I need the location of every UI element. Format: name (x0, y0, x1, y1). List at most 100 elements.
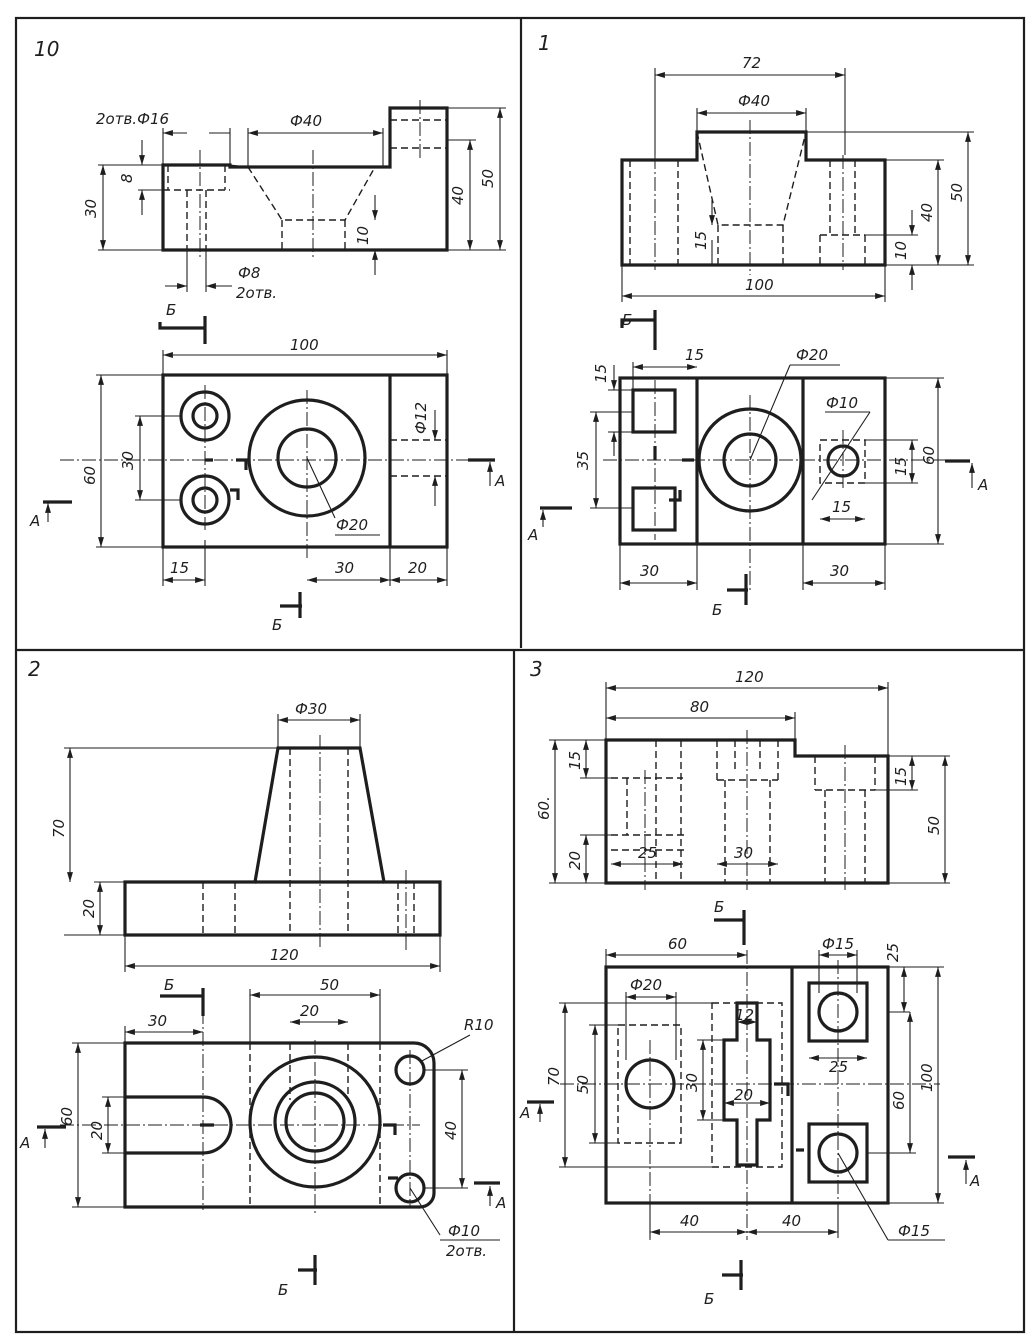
top-dimensions: 15 15 35 Ф20 Ф10 15 60 15 (574, 346, 944, 590)
dim-phi20: Ф20 (630, 976, 662, 994)
top-dimensions: 100 60 30 Ф12 Ф20 15 30 20 (81, 336, 448, 586)
dim-60b: 60 (668, 935, 687, 953)
front-view (123, 735, 442, 950)
dim-120: 120 (270, 946, 299, 964)
section-mark: Б (272, 616, 282, 634)
top-dimensions: 60 Ф15 25 Ф20 12 70 50 30 (545, 935, 945, 1241)
section-mark: А (519, 1104, 530, 1122)
dim-12: 12 (735, 1006, 754, 1024)
dim-25b: 25 (829, 1058, 848, 1076)
dim-30b: 30 (119, 451, 137, 470)
sheet-frame (14, 16, 1026, 1334)
dim-50: 50 (948, 183, 966, 202)
top-view (43, 316, 495, 618)
dim-20a: 20 (734, 1086, 753, 1104)
dim-40: 40 (449, 186, 467, 205)
dim-phi8: Ф8 (238, 264, 260, 282)
dim-100: 100 (918, 1063, 936, 1092)
dim-15: 15 (170, 559, 189, 577)
dim-phi20: Ф20 (796, 346, 828, 364)
dim-holes: 2отв. (446, 1242, 487, 1260)
section-mark: А (527, 526, 538, 544)
panel-1: 1 72 Ф40 (527, 31, 988, 619)
section-mark: А (495, 1194, 506, 1212)
dim-15b: 15 (592, 364, 610, 383)
dim-30a: 30 (683, 1073, 701, 1092)
section-mark: Б (712, 601, 722, 619)
dim-10: 10 (354, 226, 372, 245)
dim-30b: 30 (830, 562, 849, 580)
dim-60c: 60 (890, 1091, 908, 1110)
dim-phi20: Ф20 (336, 516, 368, 534)
dim-15: 15 (692, 231, 710, 250)
dim-50: 50 (925, 816, 943, 835)
panel-10: 10 2отв.Ф16 (29, 37, 506, 634)
section-labels: Б Б А А (519, 898, 980, 1308)
dim-40a: 40 (680, 1212, 699, 1230)
dim-80: 80 (690, 698, 709, 716)
section-mark: Б (704, 1290, 714, 1308)
dim-15d: 15 (832, 498, 851, 516)
section-mark: Б (166, 301, 176, 319)
section-labels: Б Б А А (29, 301, 505, 634)
front-dimensions: 2отв.Ф16 Ф40 8 30 10 40 50 (82, 107, 506, 302)
dim-60: 60 (58, 1107, 76, 1126)
section-mark: Б (714, 898, 724, 916)
dim-30: 30 (734, 844, 753, 862)
section-mark: А (29, 512, 40, 530)
dim-15a: 15 (685, 346, 704, 364)
dim-35: 35 (574, 451, 592, 470)
section-labels: Б Б А А (527, 311, 988, 619)
dim-15c: 15 (892, 457, 910, 476)
dim-30: 30 (82, 199, 100, 218)
dim-70: 70 (50, 819, 68, 838)
dim-phi15: Ф15 (822, 935, 854, 953)
dim-holes: 2отв.Ф16 (96, 110, 169, 128)
dim-72: 72 (742, 54, 761, 72)
front-dimensions: Ф30 70 20 120 (50, 700, 441, 972)
dim-25a: 25 (884, 943, 902, 962)
dim-phi30: Ф30 (295, 700, 327, 718)
dim-100: 100 (745, 276, 774, 294)
section-mark: А (19, 1134, 30, 1152)
panel-number: 2 (28, 657, 41, 681)
dim-60: 60 (81, 466, 99, 485)
dim-20: 20 (80, 899, 98, 918)
dim-60: 60 (920, 446, 938, 465)
dim-10: 10 (892, 241, 910, 260)
front-view (161, 100, 449, 260)
dim-60: 60. (535, 796, 553, 820)
panel-number: 10 (34, 37, 59, 61)
dim-phi12: Ф12 (412, 402, 430, 434)
front-view (604, 730, 890, 890)
dim-r10: R10 (464, 1016, 494, 1034)
section-mark: Б (622, 311, 632, 329)
front-dimensions: 72 Ф40 50 40 15 10 100 (621, 54, 974, 302)
dim-30c: 30 (335, 559, 354, 577)
dim-120: 120 (735, 668, 764, 686)
dim-15a: 15 (892, 767, 910, 786)
dim-100: 100 (290, 336, 319, 354)
section-mark: А (977, 476, 988, 494)
dim-50a: 50 (574, 1075, 592, 1094)
dim-40: 40 (442, 1121, 460, 1140)
dim-20: 20 (408, 559, 427, 577)
dim-40: 40 (918, 203, 936, 222)
dim-70: 70 (545, 1067, 563, 1086)
dim-phi40: Ф40 (290, 112, 322, 130)
front-dimensions: 120 80 15 60. 20 25 30 15 50 (535, 668, 950, 884)
top-view (540, 310, 975, 605)
dim-20b: 20 (88, 1121, 106, 1140)
panel-3: 3 (519, 657, 980, 1308)
dim-30a: 30 (640, 562, 659, 580)
dim-50: 50 (479, 169, 497, 188)
dim-25: 25 (638, 844, 657, 862)
section-mark: А (494, 472, 505, 490)
dim-20a: 20 (300, 1002, 319, 1020)
dim-phi10: Ф10 (826, 394, 858, 412)
section-mark: Б (164, 976, 174, 994)
section-mark: Б (278, 1281, 288, 1299)
dim-30: 30 (148, 1012, 167, 1030)
dim-20: 20 (566, 851, 584, 870)
